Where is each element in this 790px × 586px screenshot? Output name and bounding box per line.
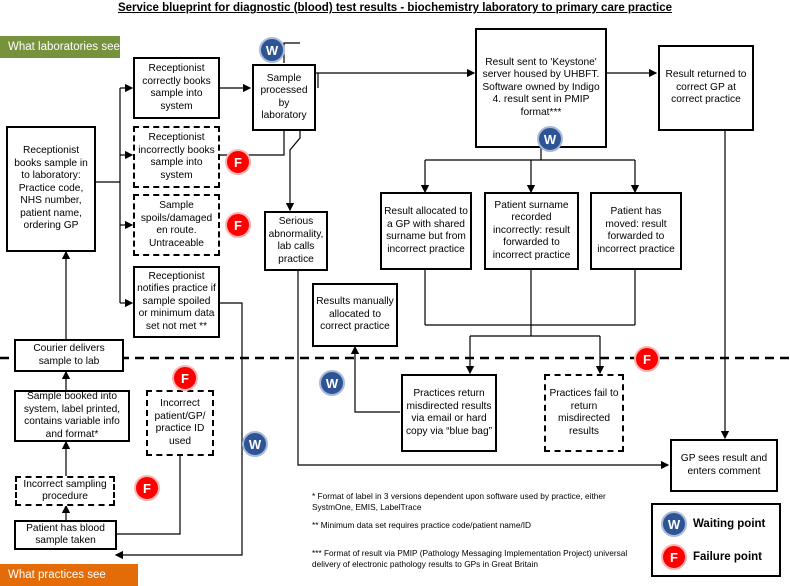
sample-booked-box: Sample booked into system, label printed… <box>14 390 130 442</box>
footnote-label-format: * Format of label in 3 versions dependen… <box>312 491 606 512</box>
legend-waiting-row: W Waiting point <box>661 511 765 537</box>
incorrect-sampling-box: Incorrect sampling procedure <box>15 476 115 506</box>
footnote-minimum-data: ** Minimum data set requires practice co… <box>312 520 532 530</box>
diagram-title: Service blueprint for diagnostic (blood)… <box>117 2 673 14</box>
fail-return-box: Practices fail to return misdirected res… <box>544 374 624 452</box>
failure-point-icon: F <box>225 149 251 175</box>
failure-point-icon: F <box>134 475 160 501</box>
sample-spoiled-box: Sample spoils/damaged en route. Untracea… <box>133 194 220 256</box>
legend: W Waiting point F Failure point <box>651 503 781 577</box>
footnote-pmip: *** Format of result via PMIP (Pathology… <box>312 548 628 569</box>
failure-point-icon: F <box>661 544 687 570</box>
waiting-point-icon: W <box>537 126 563 152</box>
courier-box: Courier delivers sample to lab <box>14 339 124 372</box>
waiting-point-icon: W <box>259 37 285 63</box>
failure-point-icon: F <box>172 365 198 391</box>
failure-point-icon: F <box>634 346 660 372</box>
waiting-point-icon: W <box>242 431 268 457</box>
manual-allocation-box: Results manually allocated to correct pr… <box>312 283 398 347</box>
incorrect-booking-box: Receptionist incorrectly books sample in… <box>133 126 220 188</box>
patient-moved-box: Patient has moved: result forwarded to i… <box>590 192 682 270</box>
waiting-point-icon: W <box>319 370 345 396</box>
return-misdirected-box: Practices return misdirected results via… <box>401 374 497 452</box>
waiting-point-icon: W <box>661 511 687 537</box>
allocated-gp-box: Result allocated to a GP with shared sur… <box>380 192 472 270</box>
legend-failure-label: Failure point <box>693 551 762 563</box>
surname-incorrect-box: Patient surname recorded incorrectly: re… <box>484 192 579 270</box>
failure-point-icon: F <box>225 212 251 238</box>
sample-processed-box: Sample processed by laboratory <box>252 64 316 131</box>
result-returned-box: Result returned to correct GP at correct… <box>658 45 754 131</box>
legend-failure-row: F Failure point <box>661 544 762 570</box>
gp-sees-result-box: GP sees result and enters comment <box>670 439 778 492</box>
receptionist-books-box: Receptionist books sample in to laborato… <box>6 126 96 252</box>
labs-band: What laboratories see <box>0 36 120 58</box>
legend-waiting-label: Waiting point <box>693 518 766 530</box>
serious-abnormality-box: Serious abnormality, lab calls practice <box>264 211 328 271</box>
correct-booking-box: Receptionist correctly books sample into… <box>133 57 220 119</box>
blood-taken-box: Patient has blood sample taken <box>14 520 117 550</box>
notifies-practice-box: Receptionist notifies practice if sample… <box>133 266 220 338</box>
practices-band: What practices see <box>0 564 138 586</box>
incorrect-id-box: Incorrect patient/GP/ practice ID used <box>146 390 214 456</box>
